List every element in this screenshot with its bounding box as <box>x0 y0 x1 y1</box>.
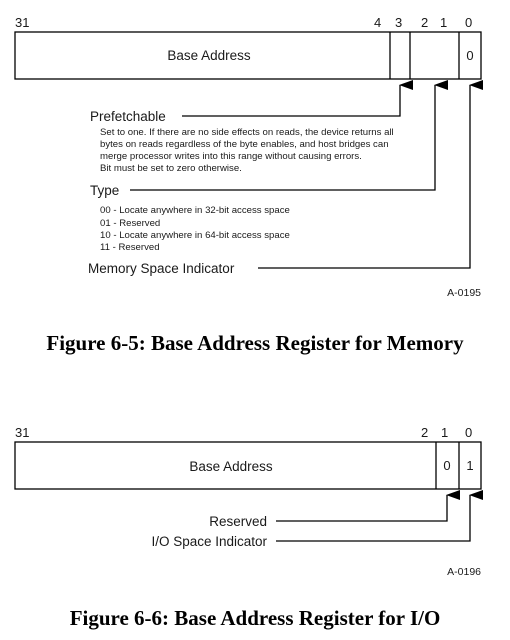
figure-code: A-0196 <box>447 566 481 578</box>
bit-0-label: 0 <box>465 15 472 30</box>
base-address-label: Base Address <box>167 48 251 63</box>
type-item: 10 - Locate anywhere in 64-bit access sp… <box>100 230 290 241</box>
type-item: 11 - Reserved <box>100 242 160 253</box>
bit1-value: 0 <box>443 458 450 473</box>
register-box <box>14 441 482 490</box>
prefetchable-desc-line: Set to one. If there are no side effects… <box>100 127 394 138</box>
register-box <box>14 31 482 80</box>
bit-3-label: 3 <box>395 15 402 30</box>
prefetchable-desc-line: bytes on reads regardless of the byte en… <box>100 139 389 150</box>
type-label: Type <box>90 183 119 198</box>
memory-indicator-arrow <box>258 80 483 269</box>
bit-4-label: 4 <box>374 15 381 30</box>
type-arrow <box>130 80 448 191</box>
io-space-indicator-label: I/O Space Indicator <box>151 534 267 549</box>
prefetchable-desc-line: Bit must be set to zero otherwise. <box>100 163 242 174</box>
io-indicator-arrow <box>276 490 483 542</box>
figure-caption-memory: Figure 6-5: Base Address Register for Me… <box>46 331 464 355</box>
type-item: 00 - Locate anywhere in 32-bit access sp… <box>100 205 290 216</box>
bit-31-label: 31 <box>15 425 29 440</box>
bit0-value: 1 <box>466 458 473 473</box>
prefetchable-desc-line: merge processor writes into this range w… <box>100 151 362 162</box>
bit-0-label: 0 <box>465 425 472 440</box>
type-item: 01 - Reserved <box>100 218 160 229</box>
bit-31-label: 31 <box>15 15 29 30</box>
memory-space-indicator-label: Memory Space Indicator <box>88 261 235 276</box>
bit0-value: 0 <box>466 48 473 63</box>
figure-caption-io: Figure 6-6: Base Address Register for I/… <box>70 606 441 630</box>
reserved-label: Reserved <box>209 514 267 529</box>
bit-2-label: 2 <box>421 15 428 30</box>
reserved-arrow <box>276 490 460 522</box>
prefetchable-label: Prefetchable <box>90 109 166 124</box>
prefetchable-arrow <box>182 80 413 117</box>
figure-io-bar: 31 2 1 0 Base Address 0 1 Reserved I/O S… <box>14 425 483 578</box>
figure-memory-bar: 31 4 3 2 1 0 Base Address 0 Prefetchable… <box>14 15 483 299</box>
bit-1-label: 1 <box>440 15 447 30</box>
figure-code: A-0195 <box>447 287 481 299</box>
base-address-label: Base Address <box>189 459 273 474</box>
bit-1-label: 1 <box>441 425 448 440</box>
bit-2-label: 2 <box>421 425 428 440</box>
